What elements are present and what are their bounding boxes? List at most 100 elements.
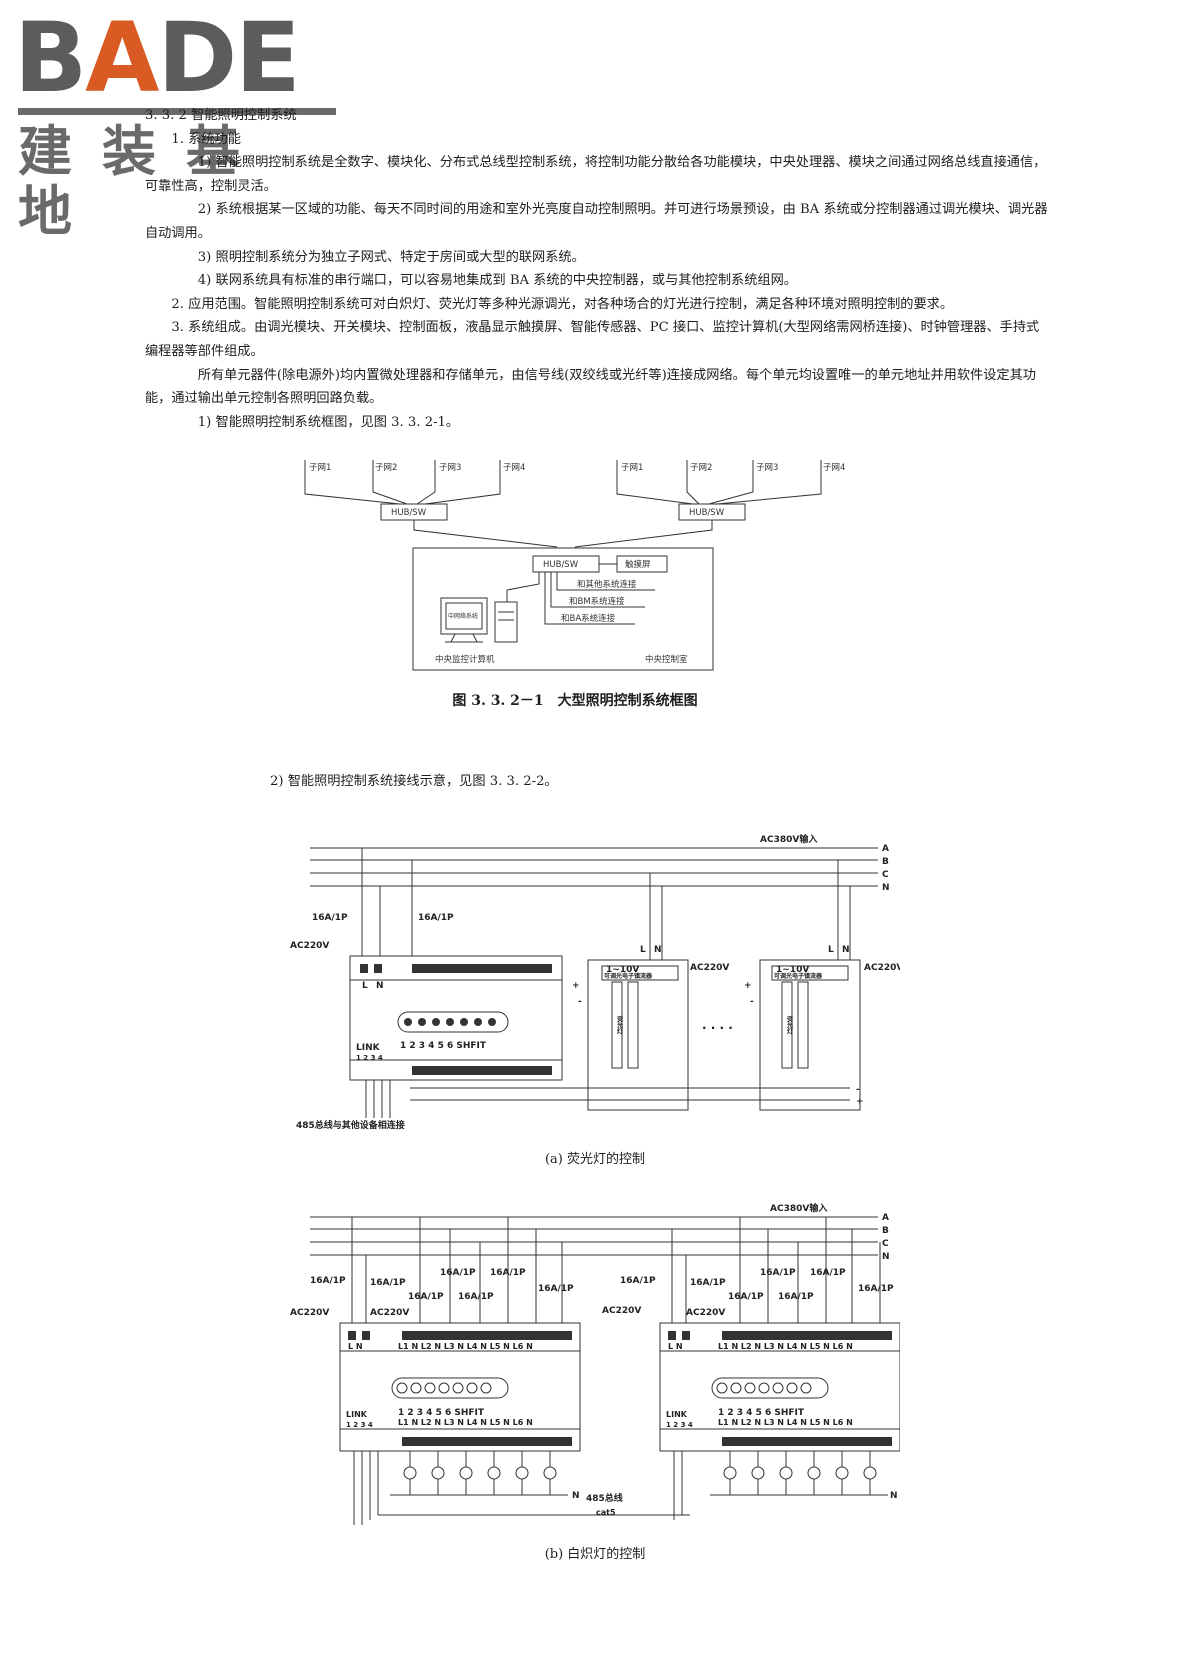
fig2a-ac220-1: AC220V	[690, 963, 729, 973]
fig1-link-other: 和其他系统连接	[577, 579, 637, 590]
paragraph-5: 3) 照明控制系统分为独立子网式、特定于房间或大型的联网系统。	[197, 249, 585, 265]
paragraph-2: 1. 系统功能	[171, 131, 241, 147]
fig2a-bus-note: 485总线与其他设备相连接	[296, 1119, 405, 1131]
fig2b-phase-a: A	[882, 1213, 889, 1223]
fig2b-terminals-bottom-1: L1 N L2 N L3 N L4 N L5 N L6 N	[398, 1418, 533, 1427]
fig1-link-ba: 和BA系统连接	[561, 613, 616, 624]
fig2a-phase-a: A	[882, 844, 889, 854]
fig2a-phase-b: B	[882, 857, 889, 867]
fig2a-plus-2: +	[744, 981, 752, 991]
fig2a-minus-out: -	[856, 1085, 860, 1095]
fig2b-breaker-7: 16A/1P	[538, 1284, 574, 1294]
fig1-left-subnet-4: 子网4	[503, 463, 525, 473]
fig2b-n-2: N	[890, 1491, 898, 1501]
figure-1-diagram: 子网1 子网2 子网3 子网4 子网1 子网2 子网3 子网4 HUB/SW H…	[304, 460, 845, 671]
fig2a-minus-2: -	[750, 997, 754, 1007]
fig2b-breaker-10: 16A/1P	[728, 1292, 764, 1302]
fig2b-breaker-9: 16A/1P	[690, 1278, 726, 1288]
fig2b-ac220-3: AC220V	[602, 1306, 641, 1316]
fig2b-ln-1: L N	[348, 1342, 363, 1351]
fig1-right-hub: HUB/SW	[689, 508, 725, 518]
fig2b-terminals-bottom-2: L1 N L2 N L3 N L4 N L5 N L6 N	[718, 1418, 853, 1427]
fig2a-link-pins: 1 2 3 4	[356, 1054, 383, 1062]
fig1-left-hub: HUB/SW	[391, 508, 427, 518]
fig2b-terminals-top-1: L1 N L2 N L3 N L4 N L5 N L6 N	[398, 1342, 533, 1351]
fig2a-breaker-1: 16A/1P	[312, 913, 348, 923]
figure-2a-caption: (a) 荧光灯的控制	[544, 1152, 646, 1167]
fig2b-breaker-12: 16A/1P	[778, 1292, 814, 1302]
fig2b-breaker-14: 16A/1P	[858, 1284, 894, 1294]
paragraph-1: 3. 3. 2 智能照明控制系统	[145, 108, 297, 123]
fig2b-link-2: LINK	[666, 1410, 688, 1419]
fig2a-ac220-main: AC220V	[290, 941, 329, 951]
fig1-touchscreen: 触摸屏	[625, 559, 651, 570]
fig1-room-label: 中央控制室	[645, 654, 688, 665]
fig2b-link-pins-2: 1 2 3 4	[666, 1421, 693, 1429]
fig2a-link: LINK	[356, 1043, 381, 1053]
fig1-right-subnet-4: 子网4	[823, 463, 845, 473]
logo-accent-letter: A	[85, 2, 159, 114]
fig1-monitor-screen: 中网络系统	[448, 612, 478, 620]
fig2a-dots: · · · ·	[702, 1021, 733, 1035]
fig2b-link-pins-1: 1 2 3 4	[346, 1421, 373, 1429]
logo-underline	[18, 108, 336, 115]
fig2b-ln-2: L N	[668, 1342, 683, 1351]
fig2b-bus: 485总线	[586, 1492, 623, 1504]
fig2a-phase-n: N	[882, 883, 890, 893]
fig2b-breaker-5: 16A/1P	[458, 1292, 494, 1302]
fig1-center-hub: HUB/SW	[543, 560, 579, 570]
paragraph-8: 3. 系统组成。由调光模块、开关模块、控制面板，液晶显示触摸屏、智能传感器、PC…	[145, 320, 1040, 359]
fig2a-plus-1: +	[572, 981, 580, 991]
fig2b-breaker-3: 16A/1P	[408, 1292, 444, 1302]
fig2b-keys-2: 1 2 3 4 5 6 SHFIT	[718, 1408, 805, 1418]
fig2a-terminal-n: N	[376, 981, 384, 991]
fig2b-phase-b: B	[882, 1226, 889, 1236]
body-text: 3. 3. 2 智能照明控制系统 1. 系统功能 1) 智能照明控制系统是全数字、模…	[145, 104, 1050, 434]
paragraph-10: 1) 智能照明控制系统框图，见图 3. 3. 2-1。	[197, 414, 460, 430]
fig1-left-subnet-3: 子网3	[439, 463, 461, 473]
fig2b-ac220-1: AC220V	[290, 1308, 329, 1318]
figure-2-intro: 2) 智能照明控制系统接线示意，见图 3. 3. 2-2。	[270, 774, 558, 789]
figure-3-3-2-2b: AC380V输入 A B C N 16A/1P 16A/1P 16A/1P 16…	[290, 1195, 900, 1540]
fig2a-v110-1: 1~10V	[606, 965, 639, 975]
fig2b-breaker-11: 16A/1P	[760, 1268, 796, 1278]
fig2b-n-1: N	[572, 1491, 580, 1501]
fig2a-lamp-1: 荧光灯	[616, 1015, 624, 1035]
fig2b-phase-c: C	[882, 1239, 889, 1249]
fig2a-l-1: L	[640, 945, 646, 955]
fig2b-input-label: AC380V输入	[770, 1202, 827, 1214]
fig2b-ac220-4: AC220V	[686, 1308, 725, 1318]
fig2b-breaker-8: 16A/1P	[620, 1276, 656, 1286]
figure-2b-diagram: AC380V输入 A B C N 16A/1P 16A/1P 16A/1P 16…	[290, 1202, 900, 1525]
fig2a-terminal-l: L	[362, 981, 368, 991]
fig2b-keys-1: 1 2 3 4 5 6 SHFIT	[398, 1408, 485, 1418]
fig2b-cable: cat5	[596, 1508, 616, 1517]
fig2a-v110-2: 1~10V	[776, 965, 809, 975]
fig2a-ballast-2: 可调光电子镇流器	[774, 972, 823, 980]
figure-2b-caption: (b) 白炽灯的控制	[544, 1547, 646, 1562]
fig2b-phase-n: N	[882, 1252, 890, 1262]
fig1-right-subnet-1: 子网1	[621, 463, 643, 473]
fig1-link-bm: 和BM系统连接	[569, 596, 625, 607]
fig2a-breaker-2: 16A/1P	[418, 913, 454, 923]
figure-2a-diagram: AC380V输入 A B C N 16A/1P 16A/1P AC220V L …	[290, 833, 900, 1131]
fig2a-input-label: AC380V输入	[760, 833, 817, 845]
fig1-computer-label: 中央监控计算机	[435, 654, 495, 665]
figure-3-3-2-2a: AC380V输入 A B C N 16A/1P 16A/1P AC220V L …	[290, 820, 900, 1150]
fig2a-lamp-2: 荧光灯	[786, 1015, 794, 1035]
fig1-right-subnet-2: 子网2	[690, 463, 712, 473]
fig1-right-subnet-3: 子网3	[756, 463, 778, 473]
paragraph-3: 1) 智能照明控制系统是全数字、模块化、分布式总线型控制系统，将控制功能分散给各…	[145, 155, 1047, 194]
paragraph-4: 2) 系统根据某一区域的功能、每天不同时间的用途和室外光亮度自动控制照明。并可进…	[145, 202, 1048, 241]
fig2a-n-2: N	[842, 945, 850, 955]
fig2a-l-2: L	[828, 945, 834, 955]
paragraph-9: 所有单元器件(除电源外)均内置微处理器和存储单元，由信号线(双绞线或光纤等)连接…	[145, 367, 1036, 407]
fig2b-breaker-1: 16A/1P	[310, 1276, 346, 1286]
fig2a-plus-out: +	[856, 1097, 864, 1107]
bade-logo: BADE 建装基地	[14, 10, 344, 242]
fig2a-n-1: N	[654, 945, 662, 955]
fig2b-breaker-2: 16A/1P	[370, 1278, 406, 1288]
fig2b-breaker-13: 16A/1P	[810, 1268, 846, 1278]
fig2a-keys: 1 2 3 4 5 6 SHFIT	[400, 1041, 487, 1051]
fig2a-ac220-2: AC220V	[864, 963, 900, 973]
